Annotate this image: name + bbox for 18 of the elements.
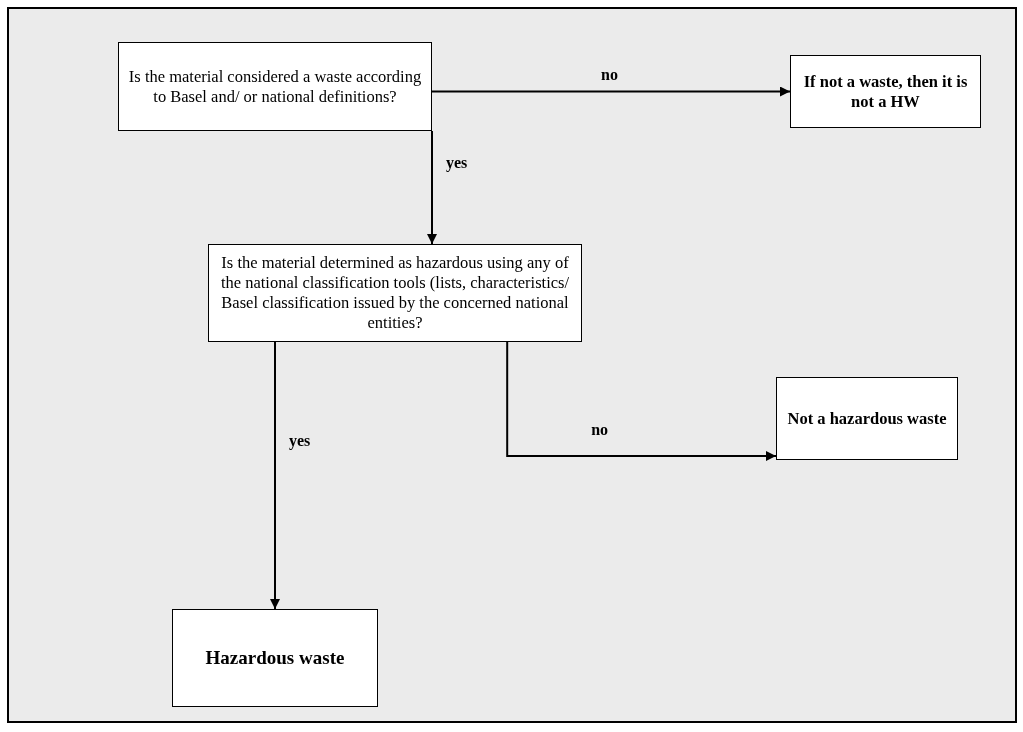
edge-label: yes [289,431,311,450]
box-text: Is the material determined as hazardous using any of the national classification tools (lists, characteristics/ Basel classification issued by the concerned national entities? [219,253,571,333]
box-text: Hazardous waste [205,646,345,670]
arrow [270,341,280,610]
edge-label: no [591,421,609,439]
box-text: Is the material considered a waste according to Basel and/ or national definitions? [127,66,423,107]
process-box [208,244,582,342]
edge-label: no [601,65,618,84]
process-box [118,42,432,131]
process-box [172,609,378,707]
arrow [427,130,437,245]
edge-label: yes [446,153,468,172]
arrow [506,341,777,461]
process-box [790,55,981,128]
arrow [431,86,791,97]
process-box [776,377,958,460]
box-text: Not a hazardous waste [787,408,947,429]
box-text: If not a waste, then it is not a HW [802,71,969,112]
